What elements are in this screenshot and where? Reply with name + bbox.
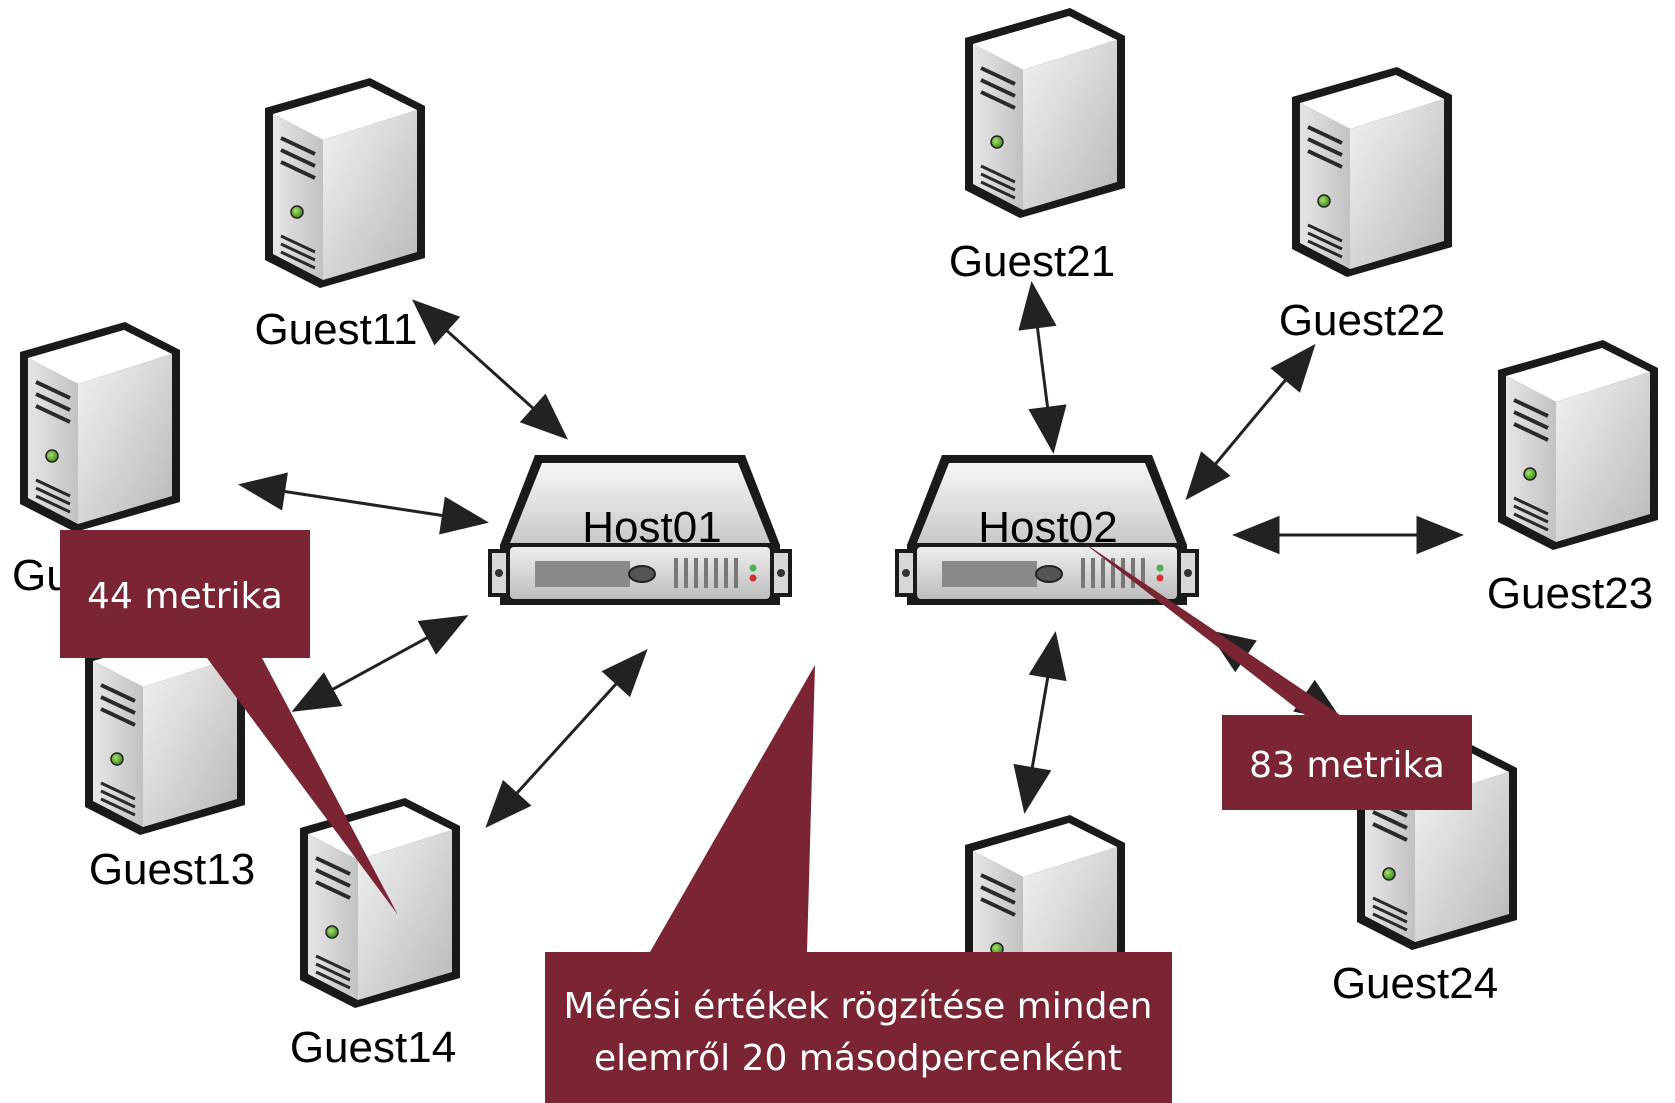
arrow-guest23-host02 [1232,515,1464,555]
tower-server-icon [963,6,1127,220]
guest22-label: Guest22 [1279,296,1445,345]
guest24-node: Guest24 [1332,738,1519,1008]
guest13-node: Guest13 [83,623,255,894]
guest11-node: Guest11 [254,76,427,354]
guest21-node: Guest21 [949,6,1127,286]
callout-host02-text: 83 metrika [1249,745,1445,786]
arrow-guest14-host01 [485,649,648,828]
callout-measurement: Mérési értékek rögzítése minden elemről … [545,665,1172,1103]
arrow-guest25-host02 [1013,631,1067,814]
host01-node: Host01 [488,453,792,607]
arrow-guest21-host02 [1018,281,1067,454]
arrow-guest11-host01 [412,299,568,440]
guest11-label: Guest11 [254,305,417,354]
host01-label: Host01 [582,503,721,552]
guest14-node: Guest14 [290,796,462,1072]
guest14-label: Guest14 [290,1023,456,1072]
guest22-node: Guest22 [1279,65,1454,345]
callout-host01-metrics: 44 metrika [60,530,398,915]
guest24-label: Guest24 [1332,959,1498,1008]
guest23-label: Guest23 [1487,569,1653,618]
guest23-node: Guest23 [1487,338,1660,618]
host02-label: Host02 [978,503,1117,552]
tower-server-icon [298,796,462,1010]
tower-server-icon [1496,338,1660,552]
callout-host01-text: 44 metrika [87,576,283,617]
tower-server-icon [263,76,427,290]
arrow-guest13-host01 [291,615,469,712]
guest21-label: Guest21 [949,237,1115,286]
tower-server-icon [18,320,182,534]
callout-measurement-line2: elemről 20 másodpercenként [594,1038,1122,1079]
callout-host02-metrics: 83 metrika [1080,540,1472,810]
guest13-label: Guest13 [89,845,255,894]
arrow-guest22-host02 [1185,343,1316,501]
callout-measurement-line1: Mérési értékek rögzítése minden [564,986,1153,1027]
connection-arrows [238,281,1464,828]
arrow-guest12-host01 [238,472,489,535]
tower-server-icon [1290,65,1454,279]
host02-node: Host02 [895,453,1199,607]
